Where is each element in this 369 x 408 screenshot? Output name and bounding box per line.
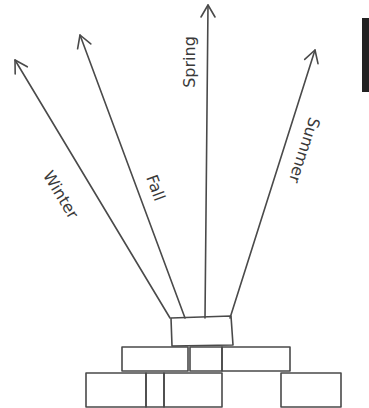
- season-label: Spring: [181, 36, 199, 88]
- brick: [190, 347, 222, 371]
- brick: [122, 347, 188, 371]
- arrow-head: [305, 50, 318, 64]
- brick: [164, 373, 222, 407]
- brick: [281, 373, 341, 407]
- arrow-line: [15, 60, 170, 318]
- brick: [222, 347, 290, 371]
- brick: [171, 316, 233, 346]
- arrow-line: [80, 35, 185, 318]
- season-label: Summer: [285, 115, 323, 185]
- brick: [146, 373, 164, 407]
- edge-bar: [362, 18, 369, 92]
- arrow-head: [15, 60, 27, 74]
- arrow-head: [201, 5, 215, 17]
- brick: [86, 373, 146, 407]
- season-label: Fall: [142, 173, 168, 204]
- arrow-line: [205, 5, 208, 318]
- season-label: Winter: [39, 168, 82, 222]
- arrow-head: [78, 35, 91, 49]
